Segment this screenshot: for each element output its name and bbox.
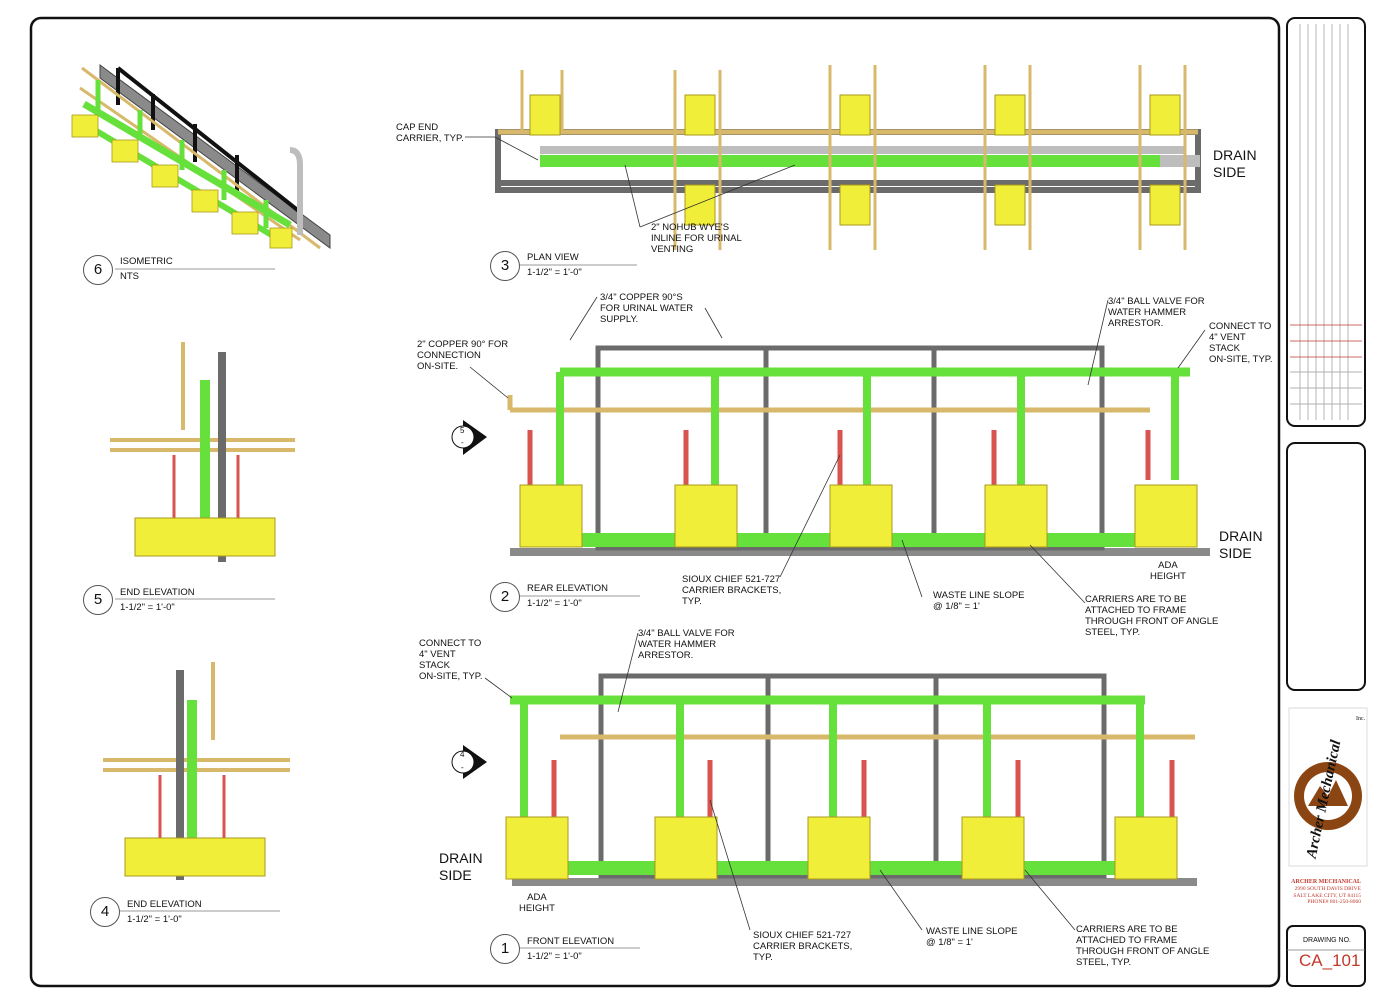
rear-ball-valve-callout: 3/4" BALL VALVE FOR WATER HAMMER ARRESTO… [1108,296,1205,329]
end-elevation-5-title: END ELEVATION [120,587,195,598]
end-elevation-5-number: 5 [83,585,113,615]
rear-elevation-number: 2 [490,582,520,612]
revision-block [1286,17,1366,427]
drawing-number-label: DRAWING NO. [1303,937,1351,944]
front-ada-height: ADA HEIGHT [519,892,555,914]
plan-view-scale: 1-1/2" = 1'-0" [527,267,582,278]
company-address: 2990 SOUTH DAVIS DRIVE SALT LAKE CITY, U… [1293,886,1361,905]
front-waste-slope-callout: WASTE LINE SLOPE @ 1/8" = 1' [926,926,1018,948]
plan-view-number: 3 [490,251,520,281]
cap-end-callout: CAP END CARRIER, TYP. [396,122,464,144]
plan-view [495,65,1201,250]
revision-grid [1290,24,1362,420]
plan-drain-side: DRAIN SIDE [1213,147,1257,180]
front-connect-vent-callout: CONNECT TO 4" VENT STACK ON-SITE, TYP. [419,638,483,682]
rear-marker-top: 5 [460,426,465,435]
rear-elevation-title: REAR ELEVATION [527,583,608,594]
front-carriers-callout: CARRIERS ARE TO BE ATTACHED TO FRAME THR… [1076,924,1210,968]
rear-marker-bottom: - [461,438,464,447]
rear-waste-slope-callout: WASTE LINE SLOPE @ 1/8" = 1' [933,590,1025,612]
isometric-view-scale: NTS [120,271,139,282]
end-elevation-4-title: END ELEVATION [127,899,202,910]
drawing-number-block [1286,925,1366,987]
front-sioux-chief-callout: SIOUX CHIEF 521-727 CARRIER BRACKETS, TY… [753,930,853,963]
rear-elevation-scale: 1-1/2" = 1'-0" [527,598,582,609]
copper-2in-callout: 2" COPPER 90° FOR CONNECTION ON-SITE. [417,339,509,372]
drawing-number: CA_101 [1299,951,1361,970]
rear-carriers-callout: CARRIERS ARE TO BE ATTACHED TO FRAME THR… [1085,594,1219,638]
nohub-wye-callout: 2" NOHUB WYE'S INLINE FOR URINAL VENTING [651,222,742,255]
logo-mark: Inc. [1356,716,1366,722]
front-marker-bottom: - [461,763,464,772]
leader-lines [465,136,1206,931]
plan-view-title: PLAN VIEW [527,252,579,263]
end-elevation-5 [110,342,295,562]
front-elevation-title: FRONT ELEVATION [527,936,615,947]
rear-sioux-chief-callout: SIOUX CHIEF 521-727 CARRIER BRACKETS, TY… [682,574,782,607]
end-elevation-4-scale: 1-1/2" = 1'-0" [127,914,182,925]
company-name: ARCHER MECHANICAL [1291,879,1361,885]
rear-ada-height: ADA HEIGHT [1150,560,1186,582]
isometric-view-number: 6 [83,255,113,285]
end-elevation-4 [103,662,290,880]
front-drain-side: DRAIN SIDE [439,850,483,883]
end-elevation-5-scale: 1-1/2" = 1'-0" [120,602,175,613]
end-elevation-4-number: 4 [90,897,120,927]
notes-block [1286,442,1366,691]
rear-drain-side: DRAIN SIDE [1219,528,1263,561]
main-border [29,16,1281,988]
rear-connect-vent-callout: CONNECT TO 4" VENT STACK ON-SITE, TYP. [1209,321,1273,365]
copper-90s-callout: 3/4" COPPER 90°S FOR URINAL WATER SUPPLY… [600,292,694,325]
isometric-view [71,64,331,250]
front-elevation [451,673,1197,886]
front-ball-valve-callout: 3/4" BALL VALVE FOR WATER HAMMER ARRESTO… [638,628,735,661]
isometric-view-title: ISOMETRIC [120,256,173,267]
rear-elevation [451,345,1210,556]
front-marker-top: 4 [460,750,465,759]
company-logo: Archer Mechanical Inc. [1288,707,1368,867]
front-elevation-scale: 1-1/2" = 1'-0" [527,951,582,962]
front-elevation-number: 1 [490,934,520,964]
